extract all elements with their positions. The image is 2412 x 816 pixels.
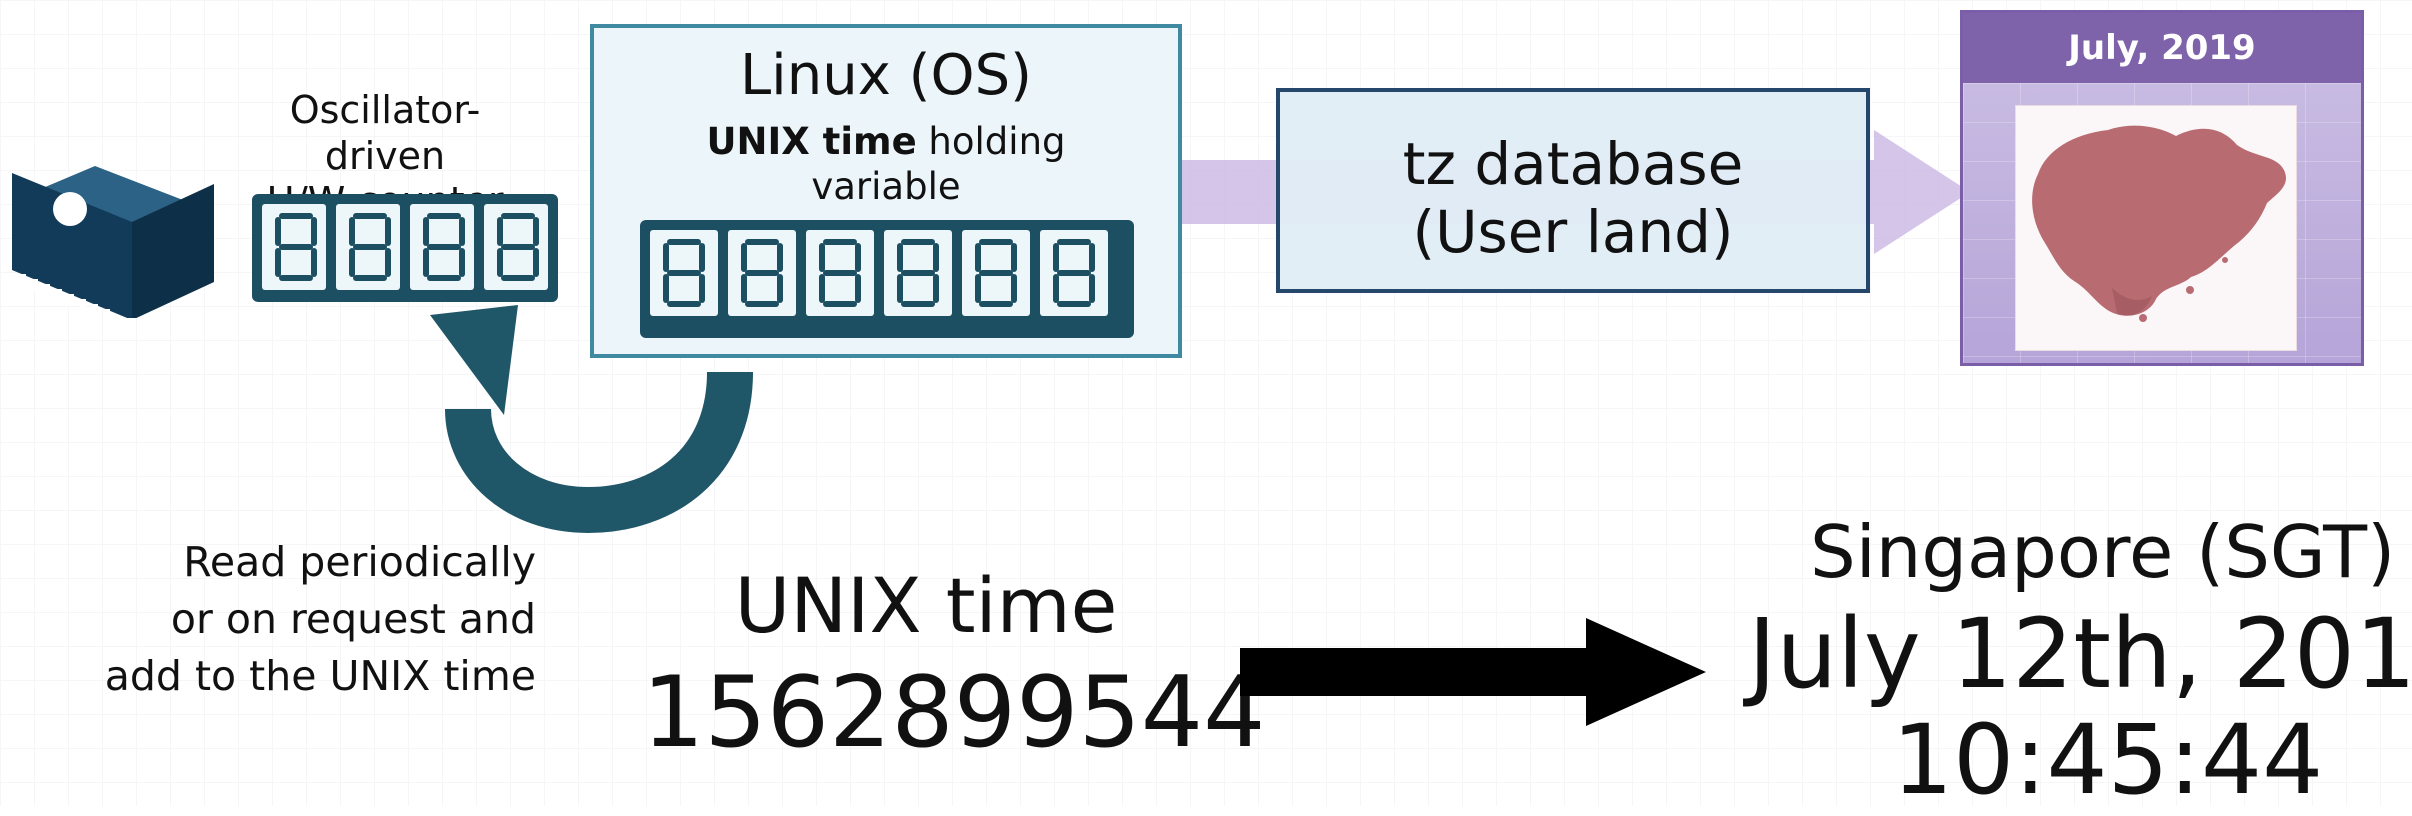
singapore-title: Singapore (SGT) — [1810, 510, 2396, 594]
linux-description: UNIX time holding variable — [594, 119, 1178, 209]
seven-segment-digit-icon — [336, 204, 400, 290]
read-periodically-text: Read periodically or on request and add … — [105, 534, 536, 705]
seven-segment-digit-icon — [1040, 230, 1108, 316]
counter-display — [252, 194, 558, 302]
linux-os-box: Linux (OS) UNIX time holding variable — [590, 24, 1182, 358]
read-line1: Read periodically — [183, 538, 536, 586]
unix-time-value: 1562899544 — [642, 656, 1266, 770]
seven-segment-digit-icon — [962, 230, 1030, 316]
unix-time-display — [640, 220, 1134, 338]
singapore-time: 10:45:44 — [1892, 704, 2324, 816]
linux-desc-rest: holding — [916, 120, 1066, 163]
seven-segment-digit-icon — [650, 230, 718, 316]
seven-segment-digit-icon — [884, 230, 952, 316]
seven-segment-digit-icon — [262, 204, 326, 290]
flow-arrow-icon — [1240, 618, 1706, 726]
tz-line1: tz database — [1402, 130, 1744, 198]
counter-label-line1: Oscillator-driven — [289, 88, 481, 178]
read-line2: or on request and — [170, 594, 536, 643]
tz-line2: (User land) — [1412, 198, 1734, 267]
calendar-month: July, 2019 — [1963, 13, 2361, 83]
read-line3: add to the UNIX time — [104, 651, 536, 700]
chip-icon — [0, 96, 218, 321]
seven-segment-digit-icon — [728, 230, 796, 316]
seven-segment-digit-icon — [806, 230, 874, 316]
tz-text: tz database (User land) — [1280, 130, 1866, 267]
tz-database-box: tz database (User land) — [1276, 88, 1870, 293]
linux-desc-bold: UNIX time — [706, 120, 917, 163]
loop-arrow-icon — [430, 305, 753, 534]
seven-segment-digit-icon — [484, 204, 548, 290]
calendar-icon: July, 2019 — [1960, 10, 2364, 366]
singapore-map-icon — [2015, 105, 2297, 351]
singapore-date: July 12th, 2019 — [1748, 598, 2412, 710]
seven-segment-digit-icon — [410, 204, 474, 290]
unix-time-label: UNIX time — [734, 561, 1118, 650]
linux-desc-line2: variable — [811, 165, 961, 209]
linux-title: Linux (OS) — [739, 43, 1032, 108]
